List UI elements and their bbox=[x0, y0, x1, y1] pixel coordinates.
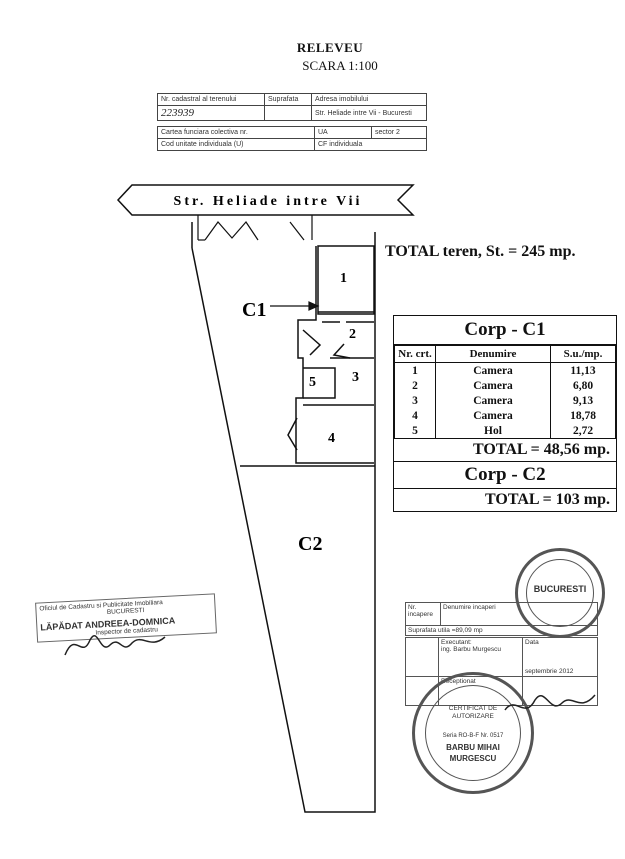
table-row: 4 Camera 18,78 bbox=[394, 408, 616, 423]
row-denumire: Camera bbox=[435, 362, 551, 378]
c1-label: C1 bbox=[242, 299, 266, 321]
adresa-value: Str. Heliade intre Vii - Bucuresti bbox=[311, 105, 427, 121]
row-nr: 5 bbox=[394, 423, 436, 438]
total-teren: TOTAL teren, St. = 245 mp. bbox=[385, 243, 575, 261]
row-suprafata: 9,13 bbox=[550, 393, 616, 408]
row-denumire: Camera bbox=[435, 408, 551, 423]
column-header-denumire: Denumire bbox=[435, 345, 551, 363]
seal-name-2: MURGESCU bbox=[449, 754, 497, 763]
table-row: 5 Hol 2,72 bbox=[394, 423, 616, 438]
row-denumire: Camera bbox=[435, 378, 551, 393]
cadastral-info-table-bottom: Cartea funciara colectiva nr. UA sector … bbox=[157, 126, 427, 151]
column-header-suprafata: S.u./mp. bbox=[550, 345, 616, 363]
room-3-label: 3 bbox=[352, 370, 359, 385]
cf-label: CF individuala bbox=[314, 138, 427, 151]
building-c1 bbox=[287, 245, 375, 464]
row-suprafata: 18,78 bbox=[550, 408, 616, 423]
data-value: septembrie 2012 bbox=[525, 668, 574, 675]
data-label: Data bbox=[525, 639, 539, 646]
corp-c1-total: TOTAL = 48,56 mp. bbox=[394, 438, 616, 462]
left-signature bbox=[64, 635, 166, 656]
row-suprafata: 6,80 bbox=[550, 378, 616, 393]
executant-label: Executant: bbox=[441, 639, 472, 646]
room-1-label: 1 bbox=[340, 271, 347, 286]
table-row: 3 Camera 9,13 bbox=[394, 393, 616, 408]
street-banner: Str. Heliade intre Vii bbox=[116, 184, 415, 216]
row-denumire: Camera bbox=[435, 393, 551, 408]
corp-c1-title: Corp - C1 bbox=[394, 316, 616, 345]
table-row: 2 Camera 6,80 bbox=[394, 378, 616, 393]
total-teren-value: St. = 245 mp. bbox=[485, 243, 576, 260]
total-teren-label: TOTAL teren, bbox=[385, 243, 482, 260]
row-nr: 2 bbox=[394, 378, 436, 393]
corp-c1-rooms-table: Nr. crt. Denumire S.u./mp. 1 Camera 11,1… bbox=[394, 345, 616, 438]
room-5-label: 5 bbox=[309, 375, 316, 390]
row-nr: 4 bbox=[394, 408, 436, 423]
gate bbox=[197, 215, 313, 241]
row-denumire: Hol bbox=[435, 423, 551, 438]
corp-c2-title: Corp - C2 bbox=[394, 462, 616, 489]
cadastral-info-table-top: Nr. cadastral al terenului Suprafata Adr… bbox=[157, 93, 427, 121]
row-nr: 3 bbox=[394, 393, 436, 408]
row-nr: 1 bbox=[394, 362, 436, 378]
nr-incapere-label: Nr. incapere bbox=[405, 602, 441, 626]
c1-arrow bbox=[270, 301, 320, 311]
seal-serie: Seria RO-B-F Nr. 0517 bbox=[442, 733, 504, 739]
corp-c2-total: TOTAL = 103 mp. bbox=[485, 491, 610, 508]
table-row: 1 Camera 11,13 bbox=[394, 362, 616, 378]
suprafata-utila: Suprafata utila =89,09 mp bbox=[405, 625, 598, 636]
seal-name-1: BARBU MIHAI bbox=[446, 743, 500, 752]
column-header-nr: Nr. crt. bbox=[394, 345, 436, 363]
row-suprafata: 2,72 bbox=[550, 423, 616, 438]
document-scale: SCARA 1:100 bbox=[302, 58, 378, 73]
street-name: Str. Heliade intre Vii bbox=[174, 194, 363, 209]
certification-seal: CERTIFICAT DE AUTORIZARE Seria RO-B-F Nr… bbox=[412, 672, 534, 794]
document-title: RELEVEU bbox=[296, 40, 364, 55]
seal-certificat: CERTIFICAT DE AUTORIZARE bbox=[448, 705, 498, 720]
round-seal-city: BUCURESTI bbox=[533, 584, 587, 594]
row-suprafata: 11,13 bbox=[550, 362, 616, 378]
room-4-label: 4 bbox=[328, 431, 335, 446]
round-seal: BUCURESTI bbox=[515, 548, 605, 638]
executant-name: ing. Barbu Murgescu bbox=[441, 646, 501, 653]
corp-table: Corp - C1 Nr. crt. Denumire S.u./mp. 1 C… bbox=[393, 315, 617, 512]
right-signature bbox=[504, 694, 596, 711]
room-2-label: 2 bbox=[349, 327, 356, 342]
lot-outline bbox=[191, 222, 376, 813]
c2-label: C2 bbox=[298, 533, 322, 555]
